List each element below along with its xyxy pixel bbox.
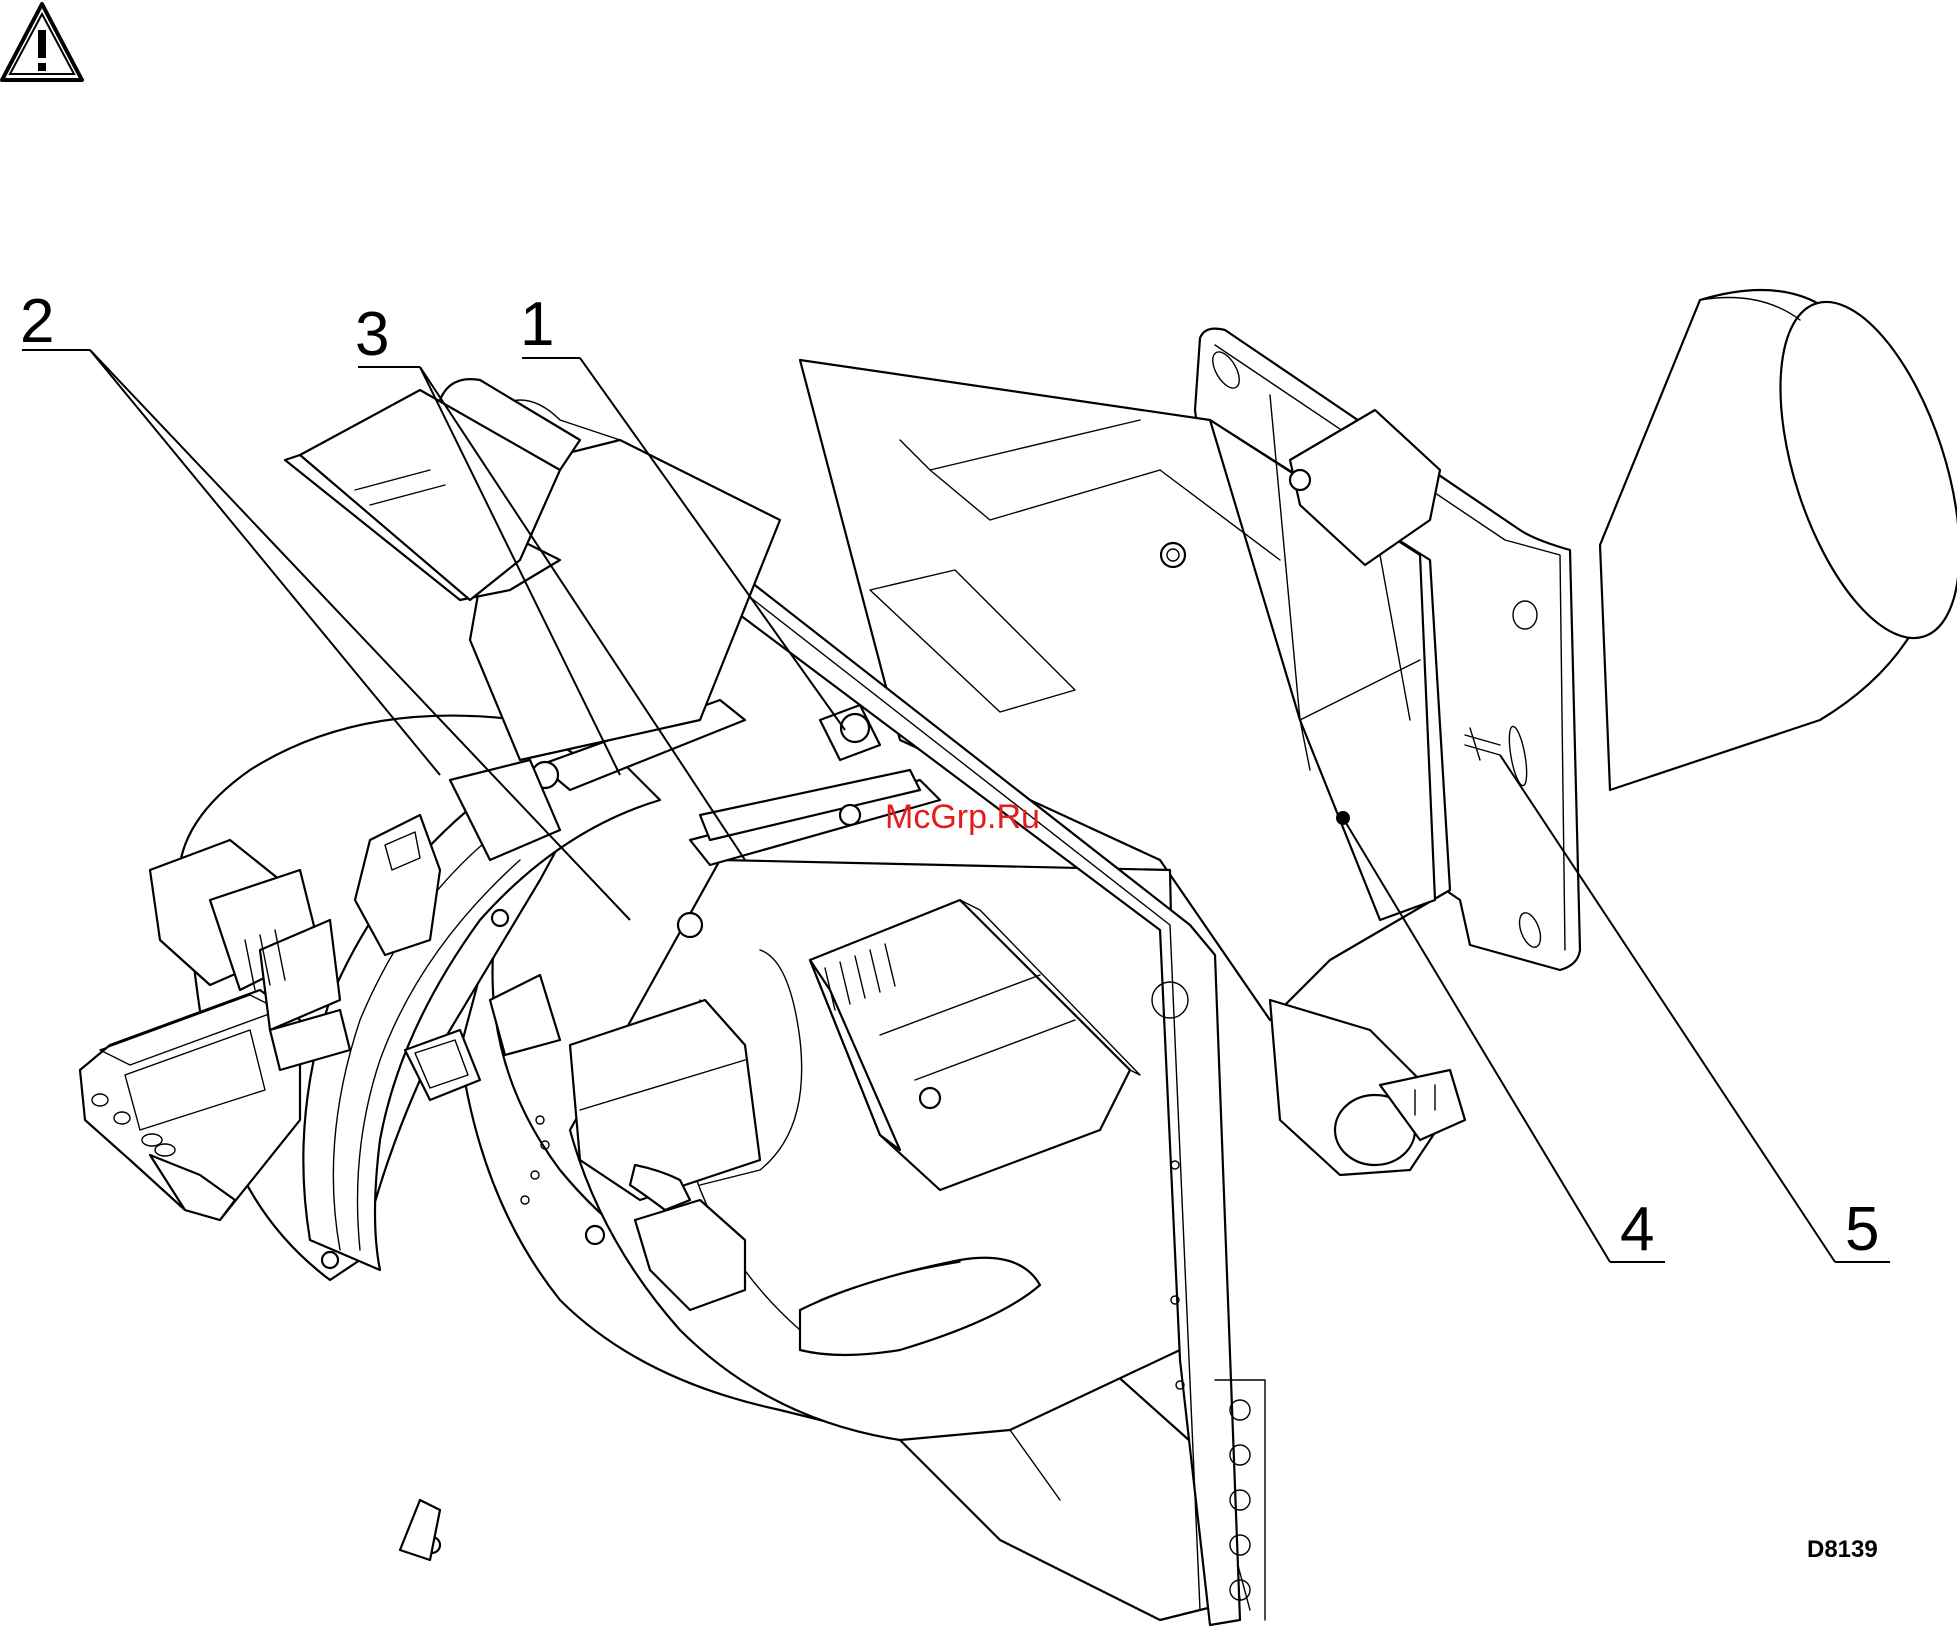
callout-5: 5 xyxy=(1845,1195,1879,1264)
callout-1: 1 xyxy=(520,290,554,359)
warning-triangle-icon xyxy=(2,4,82,80)
watermark: McGrp.Ru xyxy=(885,798,1040,836)
callout-2: 2 xyxy=(20,287,54,356)
callout-3: 3 xyxy=(355,300,389,369)
blast-tube xyxy=(1600,280,1957,790)
callout-4: 4 xyxy=(1620,1195,1654,1264)
gas-valve-unit xyxy=(1270,1000,1465,1175)
drawing-code: D8139 xyxy=(1807,1536,1878,1563)
